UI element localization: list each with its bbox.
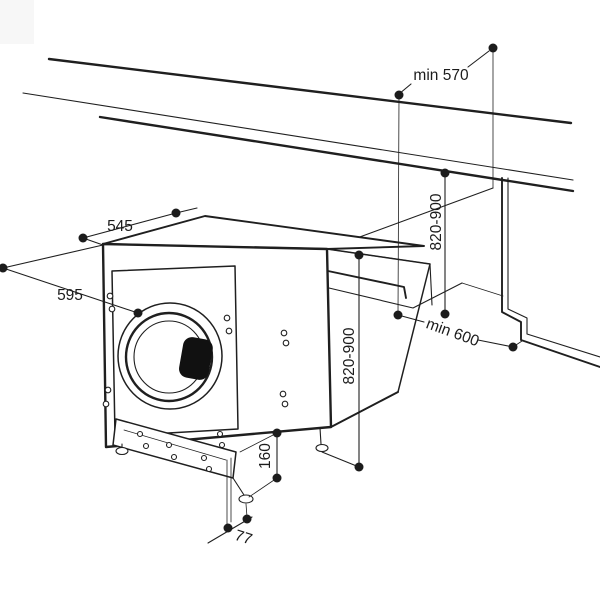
dim-160: 160 [239, 428, 282, 498]
door [117, 302, 223, 410]
plinth-hole [142, 442, 150, 450]
right-cabinet-panel [501, 177, 600, 368]
dimension-dot [440, 309, 450, 319]
door-rim [124, 311, 214, 403]
dimension-dot [223, 523, 233, 533]
niche-back-rail [327, 270, 407, 299]
counter [22, 57, 575, 193]
screw-hole [282, 339, 290, 347]
panel-front-edge [501, 177, 600, 368]
dim-77-label: 77 [233, 527, 255, 548]
dim-machine-height-leader [321, 451, 360, 468]
screw-hole [102, 400, 110, 408]
plinth-hole [218, 441, 226, 449]
dim-machine-height-label: 820-900 [341, 327, 358, 384]
plinth-hole [165, 441, 173, 449]
dimension-dot [354, 462, 364, 472]
screw-hole [225, 327, 233, 335]
dim-77: 77 [207, 457, 255, 548]
dim-160-leader-bottom [248, 477, 278, 498]
dim-160-leader-top [239, 432, 278, 453]
dim-min600-leader-right [477, 339, 514, 348]
dimension-dot [171, 208, 181, 218]
feet [115, 427, 329, 504]
dim-niche-height: 820-900 [428, 168, 450, 319]
screw-hole [106, 292, 114, 300]
dim-niche-height-label: 820-900 [428, 193, 445, 250]
front-panel [111, 265, 239, 437]
counter-top-edge [47, 57, 573, 125]
dimension-dot [272, 473, 282, 483]
dimension-dot [440, 168, 450, 178]
niche-floor-edge [328, 282, 463, 309]
screw-hole [104, 386, 112, 394]
dim-595-label: 595 [57, 287, 83, 304]
dim-min570-label: min 570 [413, 67, 469, 84]
door-handle [179, 337, 213, 380]
washing-machine [101, 215, 431, 504]
screw-hole [279, 390, 287, 398]
dim-160-label: 160 [257, 443, 274, 469]
dim-595-line [2, 267, 139, 314]
dim-min570-leader-right [467, 50, 490, 68]
dimension-dot [0, 263, 8, 273]
screw-hole [280, 329, 288, 337]
dimension-dot [133, 308, 143, 318]
plinth-hole [216, 430, 224, 438]
foot [115, 446, 129, 456]
screw-hole [223, 314, 231, 322]
dimension-dot [488, 43, 498, 53]
niche-floor-to-panel [461, 282, 504, 297]
plinth-hole [205, 465, 213, 473]
dim-595-extension [2, 244, 104, 269]
dimension-dot [78, 233, 88, 243]
dim-545: 545 [78, 207, 198, 246]
foot [315, 443, 329, 453]
foot-stem [232, 477, 245, 496]
dim-545-label: 545 [107, 218, 133, 235]
dimension-dot [508, 342, 518, 352]
screw-hole [281, 400, 289, 408]
screw-hole [108, 305, 116, 313]
panel-inner-edge [507, 177, 600, 358]
dim-min570-extension-front [397, 94, 400, 316]
plinth-hole [200, 454, 208, 462]
foot [238, 494, 254, 504]
machine-front-face [101, 242, 333, 449]
foot-stem [319, 427, 322, 445]
dim-595: 595 [0, 244, 143, 318]
machine-side-bottom-edge [330, 391, 399, 428]
screw-holes [102, 292, 290, 408]
door-outer-ring [117, 302, 223, 410]
dimension-dot [272, 428, 282, 438]
plinth [112, 418, 237, 479]
dim-machine-height: 820-900 [321, 250, 364, 472]
dimension-dot [393, 310, 403, 320]
counter-front-bottom-edge [98, 115, 575, 193]
plinth-hole [136, 430, 144, 438]
dim-min600-label: min 600 [424, 315, 482, 350]
scan-artifact [0, 0, 34, 44]
dimension-dot [242, 514, 252, 524]
dimension-dot [394, 90, 404, 100]
dimension-dot [354, 250, 364, 260]
dim-min570: min 570 [394, 43, 498, 316]
counter-front-top-edge [22, 92, 574, 181]
plinth-hole [170, 453, 178, 461]
